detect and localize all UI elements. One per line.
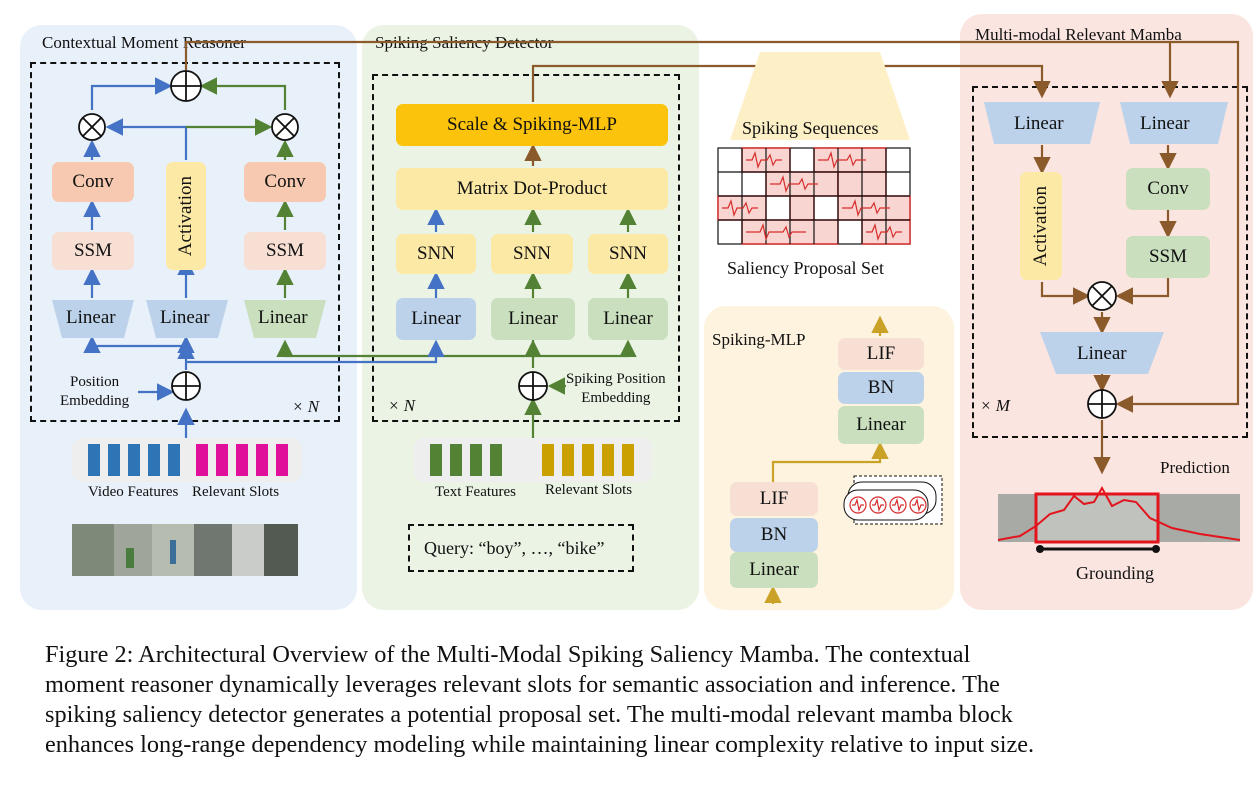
- cmr-ssm-right: SSM: [244, 232, 326, 270]
- caption-line-2: moment reasoner dynamically leverages re…: [45, 671, 1000, 698]
- mrm-linear-left-label: Linear: [1014, 113, 1064, 134]
- cmr-linear-2: [146, 300, 228, 338]
- spiking-sequences-label: Spiking Sequences: [742, 118, 879, 138]
- mrm-linear-right: [1120, 102, 1228, 144]
- mlp-lif-bottom: LIF: [730, 482, 818, 516]
- spiking-position-label: Spiking Position Embedding: [566, 371, 666, 406]
- prediction-label: Prediction: [1160, 458, 1230, 477]
- mlp-linear-top: Linear: [838, 406, 924, 444]
- mrm-activation: Activation: [1020, 172, 1062, 280]
- text-relevant-slots-label: Relevant Slots: [545, 482, 633, 498]
- cmr-linear-1: [52, 300, 134, 338]
- mrm-linear-bottom-label: Linear: [1077, 343, 1127, 364]
- caption-line-1: Figure 2: Architectural Overview of the …: [45, 641, 971, 668]
- text-feature-strip: [414, 438, 652, 482]
- text-features-label: Text Features: [435, 484, 517, 500]
- text-feature-bars: [430, 444, 502, 476]
- query-text: Query: “boy”, …, “bike”: [424, 538, 605, 558]
- ssd-matrix-dot: Matrix Dot-Product: [396, 168, 668, 210]
- figure-caption: Figure 2: Architectural Overview of the …: [45, 640, 1245, 760]
- text-slot-bars: [542, 444, 634, 476]
- ssd-dashed-block: [372, 74, 680, 422]
- ssd-linear-3: Linear: [588, 298, 668, 340]
- slot-bars: [196, 444, 288, 476]
- mrm-linear-left: [984, 102, 1100, 144]
- video-features-label: Video Features: [88, 484, 179, 500]
- spotlight-icon: [730, 52, 910, 140]
- ssd-linear-1: Linear: [396, 298, 476, 340]
- cmr-repeat-label: × N: [292, 397, 320, 416]
- mlp-title: Spiking-MLP: [712, 330, 806, 349]
- mrm-linear-bottom: [1040, 332, 1164, 374]
- ssd-snn-2: SNN: [491, 234, 573, 274]
- cmr-activation: Activation: [166, 162, 206, 270]
- saliency-proposal-label: Saliency Proposal Set: [727, 258, 884, 278]
- mlp-bn-top: BN: [838, 372, 924, 404]
- caption-line-4: enhances long-range dependency modeling …: [45, 731, 1035, 758]
- video-feature-bars: [88, 444, 180, 476]
- mlp-bn-bottom: BN: [730, 518, 818, 552]
- cmr-conv-left: Conv: [52, 162, 134, 202]
- mrm-repeat-label: × M: [980, 396, 1010, 415]
- mlp-lif-top: LIF: [838, 338, 924, 370]
- ssd-snn-3: SNN: [588, 234, 668, 274]
- cmr-linear-1-label: Linear: [66, 307, 116, 328]
- cmr-linear-3-label: Linear: [258, 307, 308, 328]
- mrm-linear-right-label: Linear: [1140, 113, 1190, 134]
- cmr-conv-right: Conv: [244, 162, 326, 202]
- mrm-ssm: SSM: [1126, 236, 1210, 278]
- query-box: [408, 524, 634, 572]
- ssd-scale-mlp: Scale & Spiking-MLP: [396, 104, 668, 146]
- mrm-conv: Conv: [1126, 168, 1210, 210]
- caption-line-3: spiking saliency detector generates a po…: [45, 701, 1013, 728]
- ssd-snn-1: SNN: [396, 234, 476, 274]
- cmr-ssm-left: SSM: [52, 232, 134, 270]
- spike-unit-icon: [843, 475, 943, 525]
- grounding-label: Grounding: [1076, 563, 1154, 583]
- video-relevant-slots-label: Relevant Slots: [192, 484, 280, 500]
- ssd-repeat-label: × N: [388, 396, 416, 415]
- prediction-thumbnail: [997, 485, 1241, 553]
- mrm-title: Multi-modal Relevant Mamba: [975, 25, 1182, 44]
- position-embedding-label: Position Embedding: [60, 374, 130, 409]
- mrm-dashed-block: [972, 86, 1248, 438]
- ssd-linear-2: Linear: [491, 298, 575, 340]
- cmr-linear-2-label: Linear: [160, 307, 210, 328]
- cmr-linear-3: [244, 300, 326, 338]
- mlp-linear-bottom: Linear: [730, 552, 818, 588]
- cmr-title: Contextual Moment Reasoner: [42, 33, 246, 52]
- video-frames-thumbnail: [72, 524, 298, 576]
